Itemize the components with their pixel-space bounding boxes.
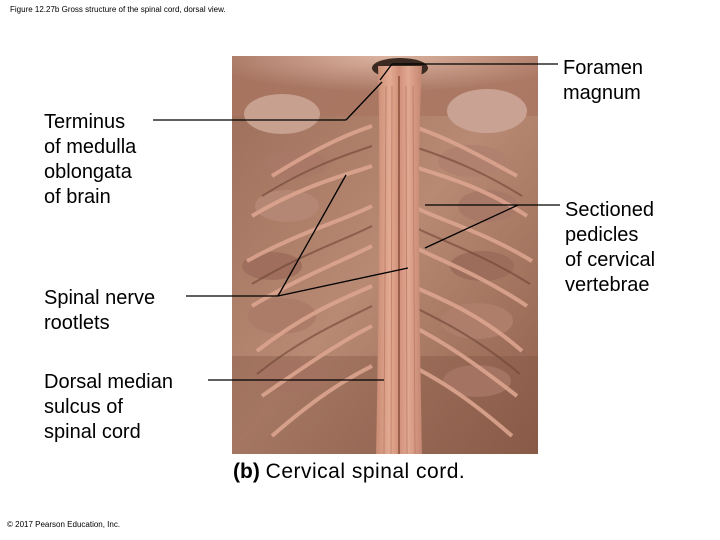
- label-sectioned-pedicles-line-4: vertebrae: [565, 274, 650, 296]
- figure-caption-letter: (b): [233, 460, 260, 483]
- nerve-rootlets-shadow: [251, 145, 531, 375]
- copyright-notice: © 2017 Pearson Education, Inc.: [7, 520, 121, 529]
- label-sectioned-pedicles-line-1: Sectioned: [565, 199, 654, 221]
- label-sectioned-pedicles: Sectioned pedicles of cervical vertebrae: [565, 198, 655, 298]
- label-terminus-medulla-line-1: Terminus: [44, 111, 126, 133]
- label-foramen-magnum-line-2: magnum: [563, 82, 641, 104]
- label-spinal-nerve-rootlets-line-1: Spinal nerve: [44, 287, 156, 309]
- label-dorsal-median-sulcus-line-1: Dorsal median: [44, 371, 173, 393]
- figure-header-caption: Figure 12.27b Gross structure of the spi…: [10, 5, 226, 14]
- label-terminus-medulla-line-3: oblongata: [44, 161, 132, 183]
- figure-caption: (b) Cervical spinal cord.: [233, 459, 465, 485]
- label-terminus-medulla-line-4: of brain: [44, 186, 111, 208]
- spinal-cord-photo: [232, 56, 538, 454]
- figure-caption-text: Cervical spinal cord.: [265, 460, 466, 483]
- label-terminus-medulla: Terminus of medulla oblongata of brain: [44, 110, 136, 210]
- label-sectioned-pedicles-line-2: pedicles: [565, 224, 639, 246]
- label-sectioned-pedicles-line-3: of cervical: [565, 249, 656, 271]
- label-foramen-magnum-line-1: Foramen: [563, 57, 644, 79]
- label-spinal-nerve-rootlets-line-2: rootlets: [44, 312, 110, 334]
- label-terminus-medulla-line-2: of medulla: [44, 136, 137, 158]
- label-spinal-nerve-rootlets: Spinal nerve rootlets: [44, 286, 155, 336]
- label-dorsal-median-sulcus-line-3: spinal cord: [44, 421, 141, 443]
- label-foramen-magnum: Foramen magnum: [563, 56, 643, 106]
- nerve-rootlets: [246, 124, 534, 438]
- label-dorsal-median-sulcus: Dorsal median sulcus of spinal cord: [44, 370, 173, 445]
- spinal-cord-illustration: [232, 56, 538, 454]
- label-dorsal-median-sulcus-line-2: sulcus of: [44, 396, 123, 418]
